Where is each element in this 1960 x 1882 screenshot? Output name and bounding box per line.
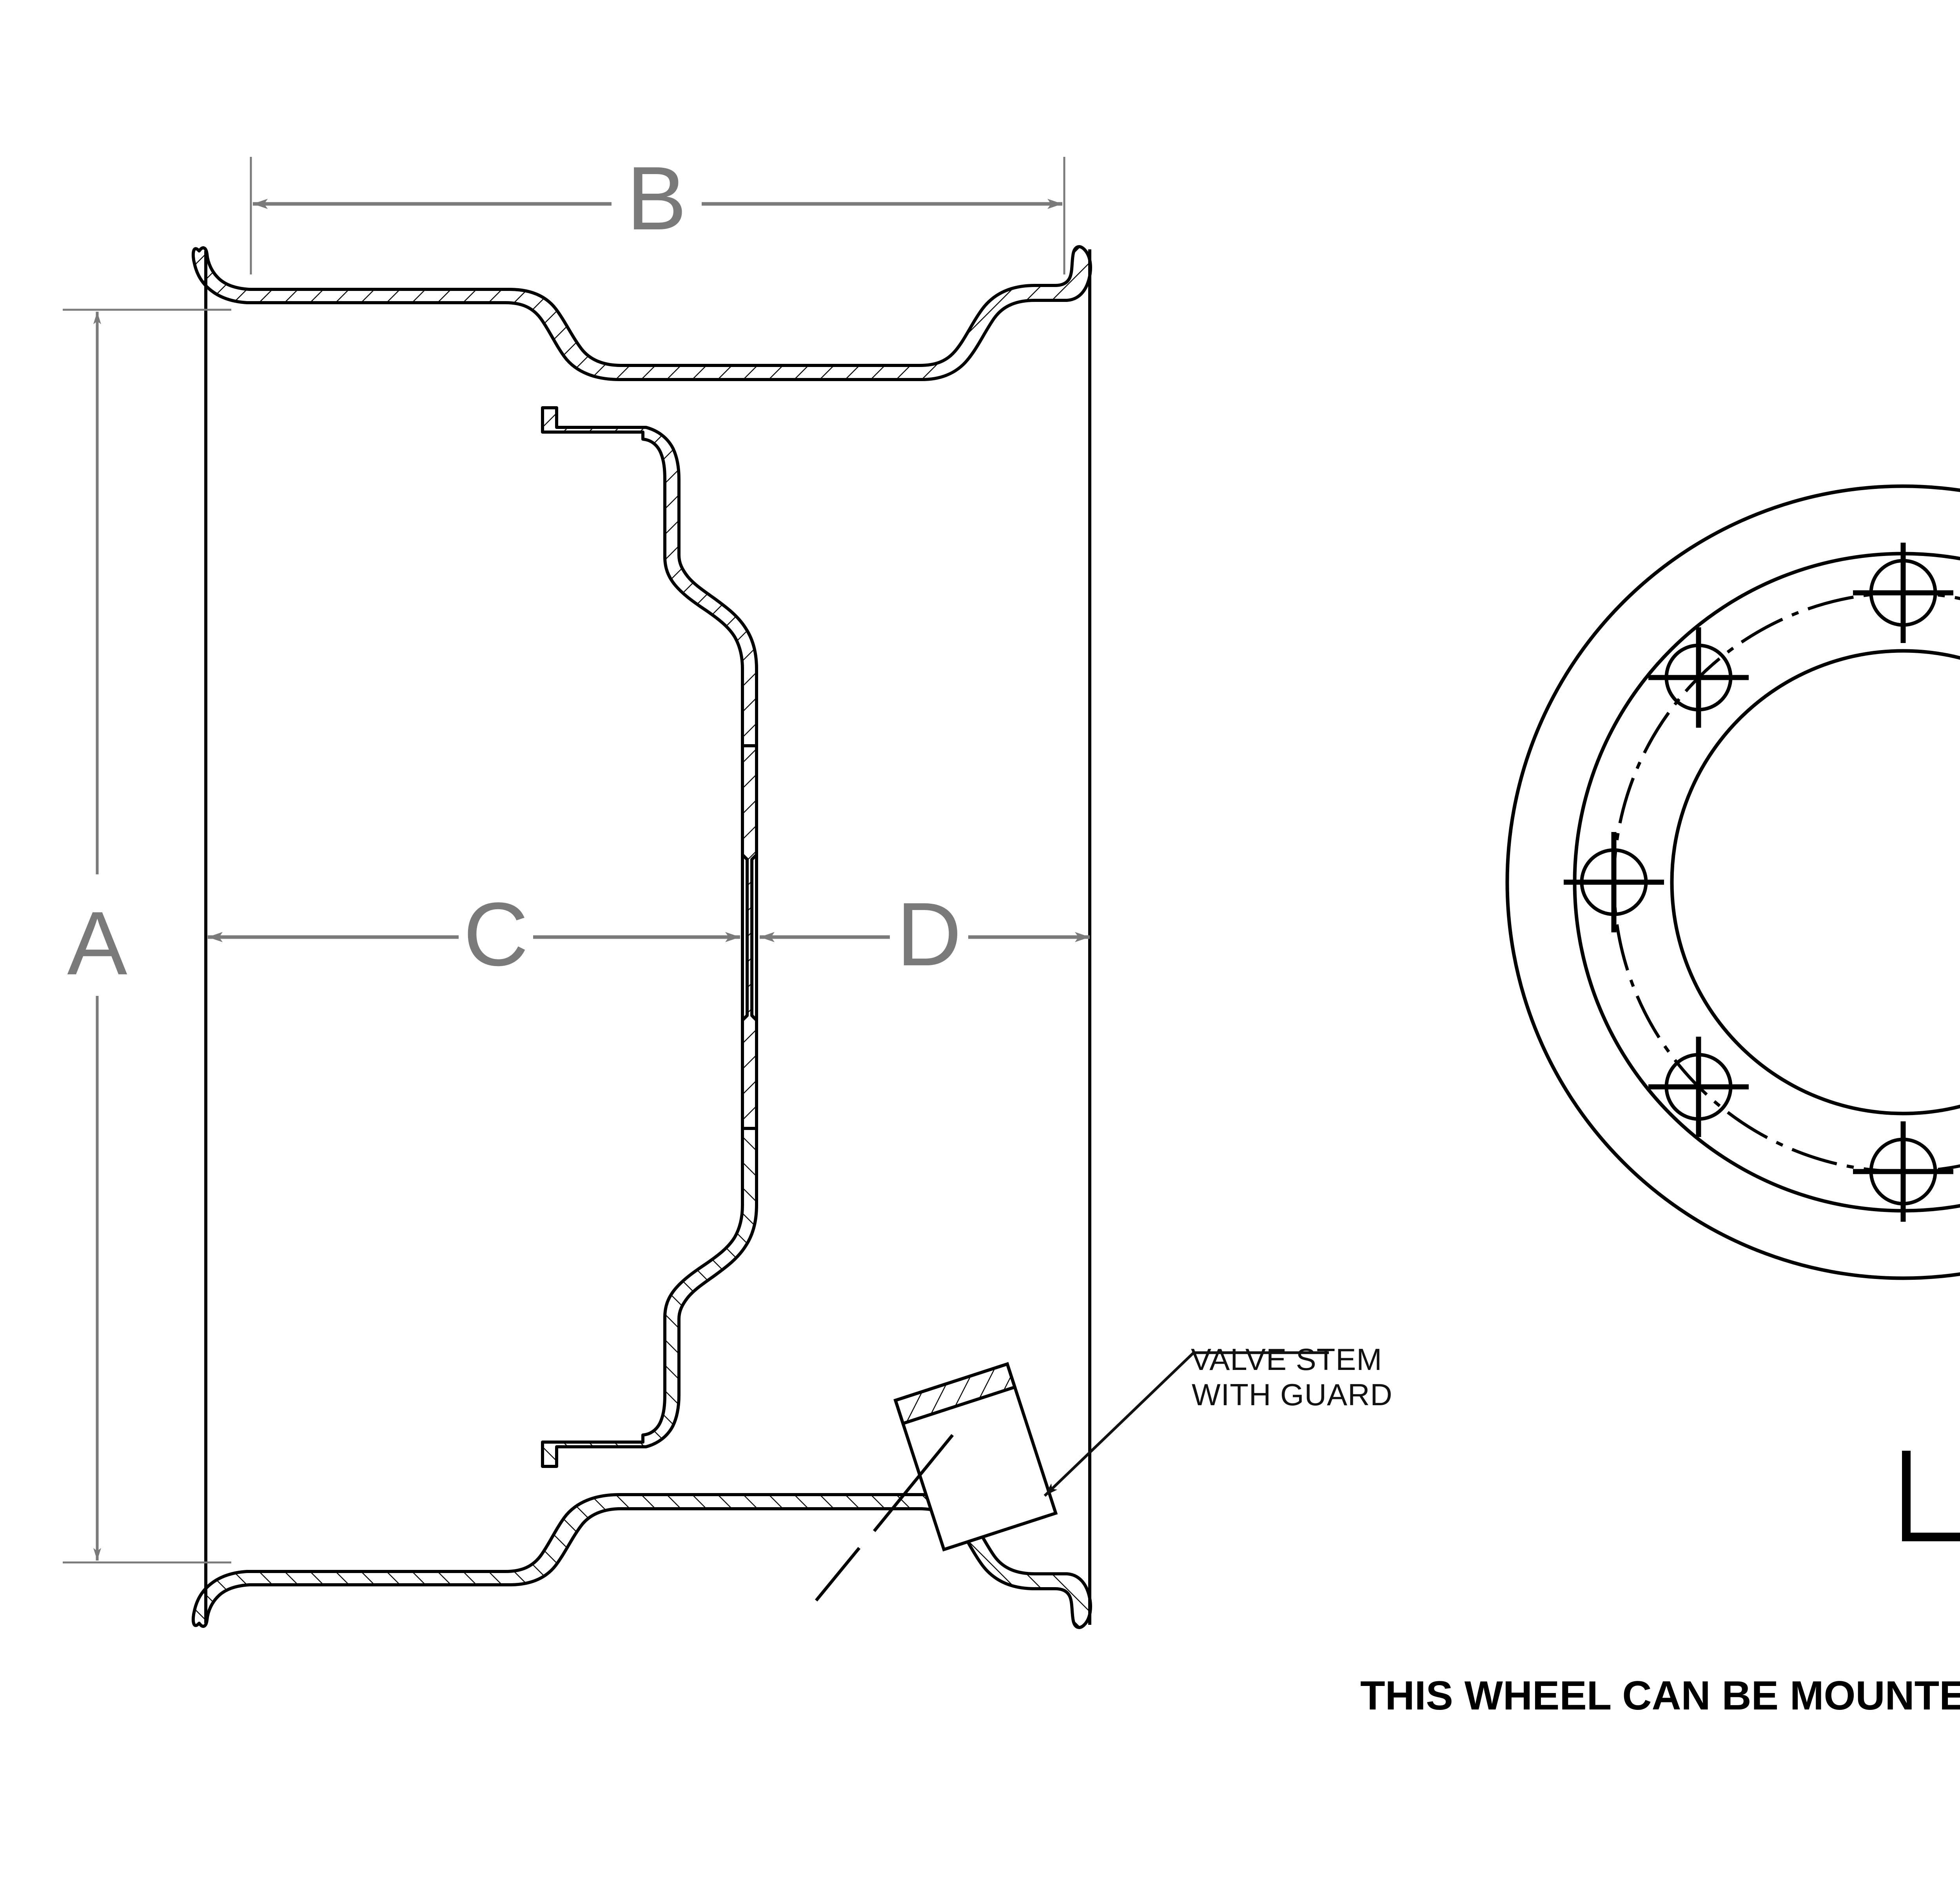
rim-lower-section-fill [191, 1493, 1092, 1629]
dim-B-label: B [626, 148, 686, 249]
mounting-pad [741, 744, 758, 1130]
bolt-hole [1853, 543, 1953, 643]
valve-stem-guard-cap [893, 1362, 1017, 1426]
mounting-pad-fill [741, 744, 758, 1130]
dim-D-label: D [897, 884, 962, 985]
disc-web-upper-fill [541, 406, 758, 747]
disc-web-lower-fill [541, 1127, 758, 1468]
wheel-cross-section [191, 245, 1092, 1629]
dim-C-label: C [463, 884, 528, 985]
face-hub-bore-circle [1670, 649, 1960, 1115]
wheel-face-view [1505, 484, 1960, 1280]
valve-stem-label-line1: VALVE STEM [1191, 1342, 1382, 1377]
valve-stem-label-line2: WITH GUARD [1192, 1377, 1393, 1412]
detail-callout-path [1902, 1451, 1960, 1541]
dimension-D: D [760, 884, 1090, 985]
rim-upper-profile [191, 245, 1092, 381]
bolt-hole [1564, 832, 1664, 932]
valve-stem-leader-line [1044, 1352, 1195, 1497]
valve-stem-break-line-2 [815, 1547, 861, 1602]
bolt-hole [1648, 1037, 1749, 1137]
disc-web-upper [541, 406, 758, 747]
detail-callout-arrow [1902, 1451, 1960, 1541]
rim-lower-profile [191, 1493, 1092, 1629]
valve-stem-with-guard [815, 1362, 1058, 1602]
dimension-C: C [208, 884, 740, 985]
valve-stem-break-line-1 [873, 1434, 954, 1532]
mounting-note: THIS WHEEL CAN BE MOUNTED ON EITHER SIDE [1360, 1673, 1960, 1719]
rim-upper-section-fill [191, 245, 1092, 381]
dim-A-label: A [67, 893, 127, 994]
dimension-B: B [250, 148, 1065, 274]
bolt-hole [1648, 627, 1749, 728]
face-outer-circle [1505, 484, 1960, 1280]
valve-stem-leader [1044, 1351, 1329, 1497]
dimension-A: A [63, 309, 231, 1564]
bolt-hole [1853, 1121, 1953, 1222]
disc-web-lower [541, 1127, 758, 1468]
bolt-hole-group [1564, 543, 1953, 1222]
